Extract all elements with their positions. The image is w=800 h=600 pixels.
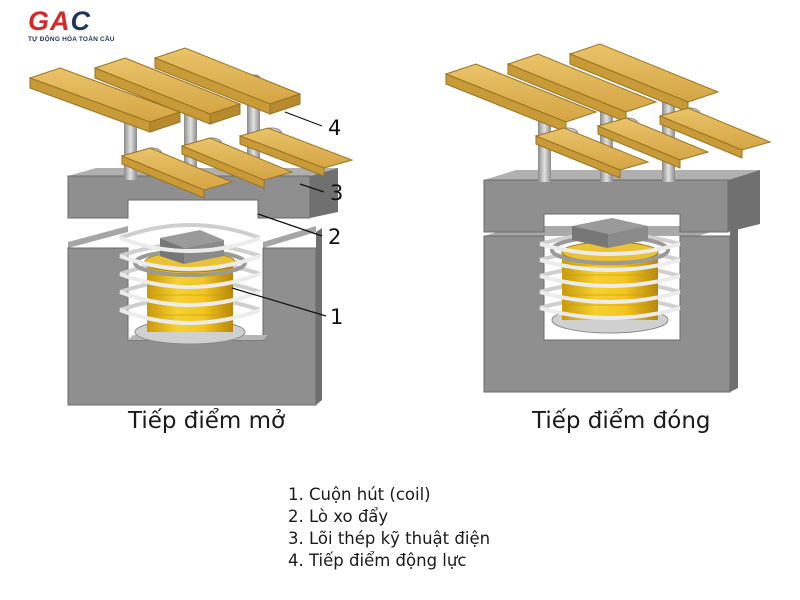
closed-contactor	[444, 43, 772, 393]
callout-line-2	[257, 213, 323, 237]
callouts	[231, 111, 327, 317]
callout-label-4: 4	[328, 116, 341, 140]
upper-core-closed	[483, 170, 760, 233]
callout-line-3	[299, 183, 325, 193]
legend-item-core: 3. Lõi thép kỹ thuật điện	[288, 529, 491, 548]
caption-open-contacts: Tiếp điểm mở	[128, 408, 286, 434]
legend-item-coil: 1. Cuộn hút (coil)	[288, 485, 431, 504]
contactor-diagram: 4 3 2 1	[28, 43, 772, 406]
fixed-bars-open	[120, 127, 354, 199]
caption-closed-contacts: Tiếp điểm đóng	[532, 408, 711, 434]
fixed-bars-closed	[534, 107, 772, 179]
logo-tagline: TỰ ĐỘNG HÓA TOÀN CẦU	[28, 36, 115, 43]
moving-bars-open	[28, 47, 302, 133]
legend-item-spring: 2. Lò xo đẩy	[288, 507, 389, 526]
callout-line-1	[231, 287, 327, 317]
callout-label-1: 1	[330, 305, 343, 329]
gac-logo: GAC TỰ ĐỘNG HÓA TOÀN CẦU	[28, 6, 168, 46]
moving-bars-closed	[444, 43, 720, 133]
callout-label-3: 3	[330, 181, 343, 205]
legend: 1. Cuộn hút (coil) 2. Lò xo đẩy 3. Lõi t…	[288, 484, 490, 572]
open-contactor	[28, 47, 354, 406]
spring-front-open	[119, 236, 261, 325]
callout-line-4	[284, 111, 323, 127]
callout-label-2: 2	[328, 225, 341, 249]
legend-item-contacts: 4. Tiếp điểm động lực	[288, 551, 467, 570]
spring-front-closed	[539, 242, 681, 320]
logo-wordmark: GAC	[28, 6, 92, 36]
